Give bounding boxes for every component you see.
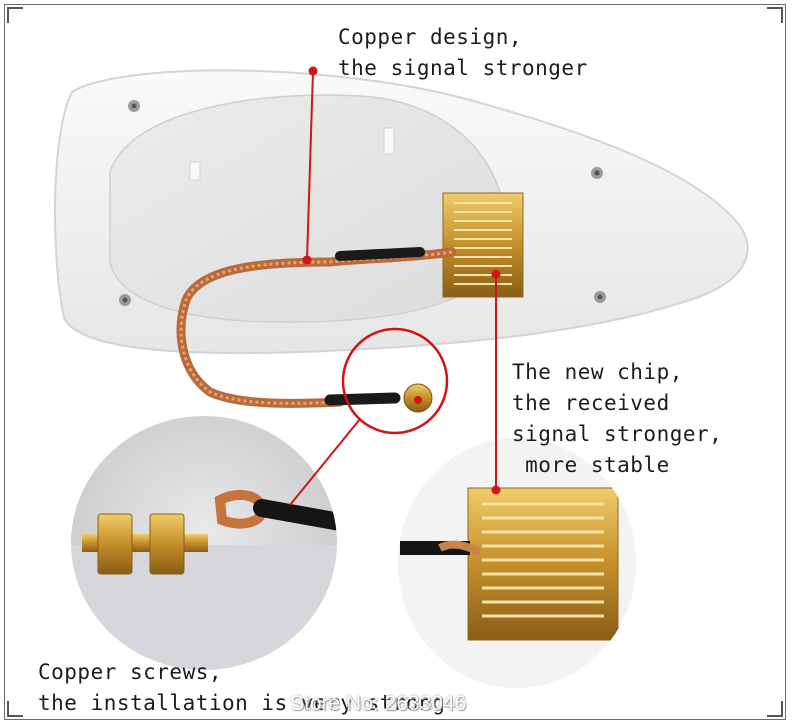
inset-chip-closeup (398, 438, 636, 688)
frame-corner (767, 701, 783, 717)
antenna-housing (53, 69, 749, 355)
screw-icon (591, 167, 603, 179)
frame-corner (7, 701, 23, 717)
antenna-chip (442, 192, 524, 298)
store-watermark: Store No: 2633046 (290, 692, 467, 715)
frame-corner (767, 7, 783, 23)
copper-cable (176, 247, 457, 413)
frame-corner (7, 7, 23, 23)
new-chip-label: The new chip, the received signal strong… (512, 360, 723, 477)
inset-copper-screws (69, 414, 339, 672)
screw-icon (128, 100, 140, 112)
screw-icon (119, 294, 131, 306)
copper-design-label: Copper design, the signal stronger (338, 25, 588, 80)
callout-lines (289, 66, 501, 506)
callout-ring (341, 327, 449, 435)
image-frame (4, 4, 786, 720)
screw-icon (594, 291, 606, 303)
copper-screws-label: Copper screws, the installation is very … (38, 660, 446, 715)
